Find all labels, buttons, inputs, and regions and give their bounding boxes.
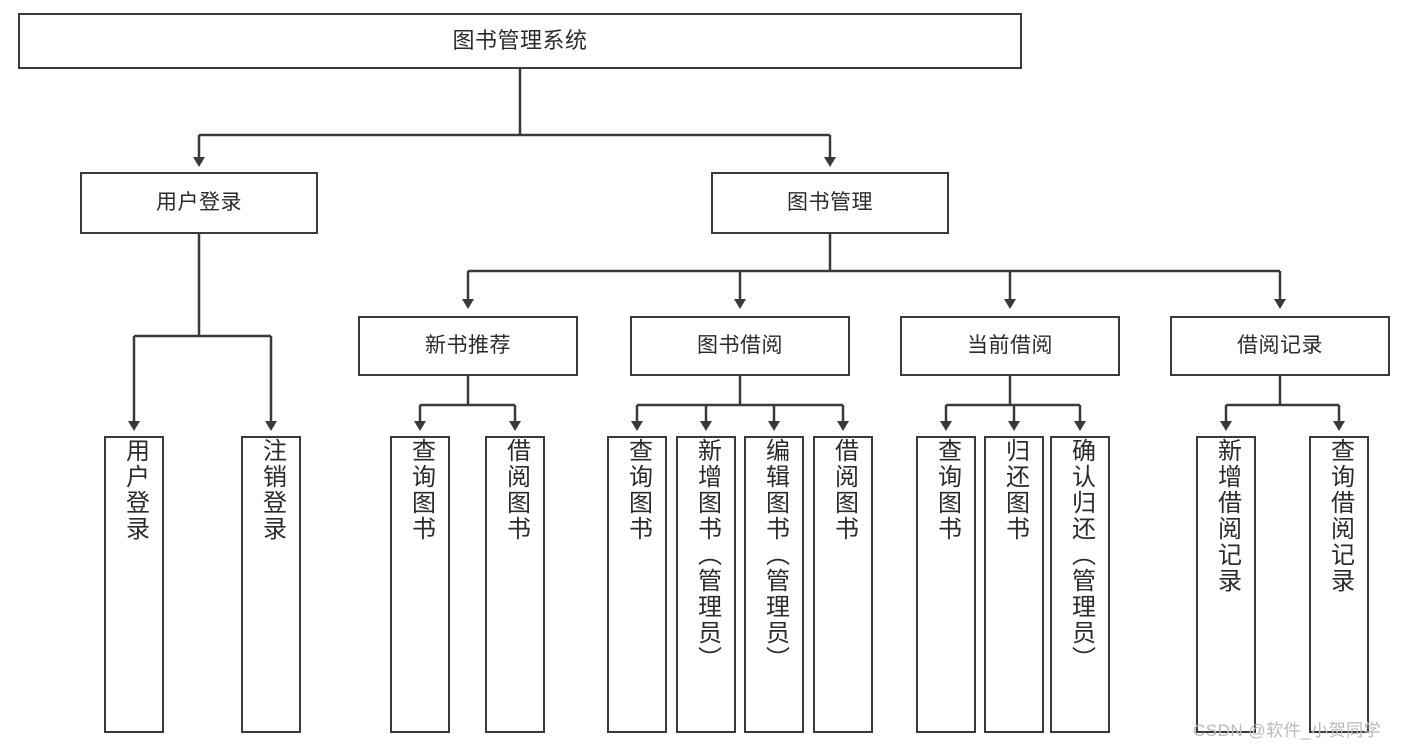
csdn-watermark: CSDN @软件_小贺同学	[1193, 721, 1382, 740]
leaf-user-login[interactable]: 用户登录	[104, 436, 164, 733]
leaf-current-confirm-return-admin[interactable]: 确认归还（管理员）	[1050, 436, 1110, 733]
node-label: 归还图书	[1001, 438, 1029, 542]
node-user-login[interactable]: 用户登录	[80, 172, 318, 234]
leaf-current-return-book[interactable]: 归还图书	[984, 436, 1044, 733]
node-label: 新增图书（管理员）	[693, 438, 721, 672]
node-current-borrow[interactable]: 当前借阅	[900, 316, 1120, 376]
node-label: 新书推荐	[425, 334, 511, 358]
node-label: 查询图书	[624, 438, 652, 542]
node-book-borrow[interactable]: 图书借阅	[630, 316, 850, 376]
node-label: 确认归还（管理员）	[1067, 438, 1095, 672]
leaf-record-query-borrow-record[interactable]: 查询借阅记录	[1309, 436, 1369, 733]
node-label: 图书借阅	[697, 334, 783, 358]
node-label: 借阅记录	[1237, 334, 1323, 358]
node-new-book-recommend[interactable]: 新书推荐	[358, 316, 578, 376]
node-label: 用户登录	[121, 438, 149, 542]
node-label: 图书管理系统	[452, 27, 588, 53]
leaf-borrow-borrow-book[interactable]: 借阅图书	[813, 436, 873, 733]
leaf-current-query-book[interactable]: 查询图书	[916, 436, 976, 733]
node-root-system[interactable]: 图书管理系统	[18, 13, 1022, 69]
node-label: 新增借阅记录	[1213, 438, 1241, 594]
node-label: 借阅图书	[502, 438, 530, 542]
node-borrow-record[interactable]: 借阅记录	[1170, 316, 1390, 376]
leaf-record-add-borrow-record[interactable]: 新增借阅记录	[1196, 436, 1256, 733]
node-label: 编辑图书（管理员）	[761, 438, 789, 672]
leaf-recommend-borrow-book[interactable]: 借阅图书	[485, 436, 545, 733]
leaf-borrow-query-book[interactable]: 查询图书	[607, 436, 667, 733]
node-label: 当前借阅	[967, 334, 1053, 358]
node-label: 查询图书	[407, 438, 435, 542]
leaf-borrow-add-book-admin[interactable]: 新增图书（管理员）	[676, 436, 736, 733]
node-label: 借阅图书	[830, 438, 858, 542]
node-book-management[interactable]: 图书管理	[711, 172, 949, 234]
leaf-recommend-query-book[interactable]: 查询图书	[390, 436, 450, 733]
node-label: 查询借阅记录	[1326, 438, 1354, 594]
leaf-borrow-edit-book-admin[interactable]: 编辑图书（管理员）	[744, 436, 804, 733]
node-label: 注销登录	[258, 438, 286, 542]
node-label: 用户登录	[156, 191, 242, 215]
leaf-logout[interactable]: 注销登录	[241, 436, 301, 733]
node-label: 图书管理	[787, 191, 873, 215]
node-label: 查询图书	[933, 438, 961, 542]
